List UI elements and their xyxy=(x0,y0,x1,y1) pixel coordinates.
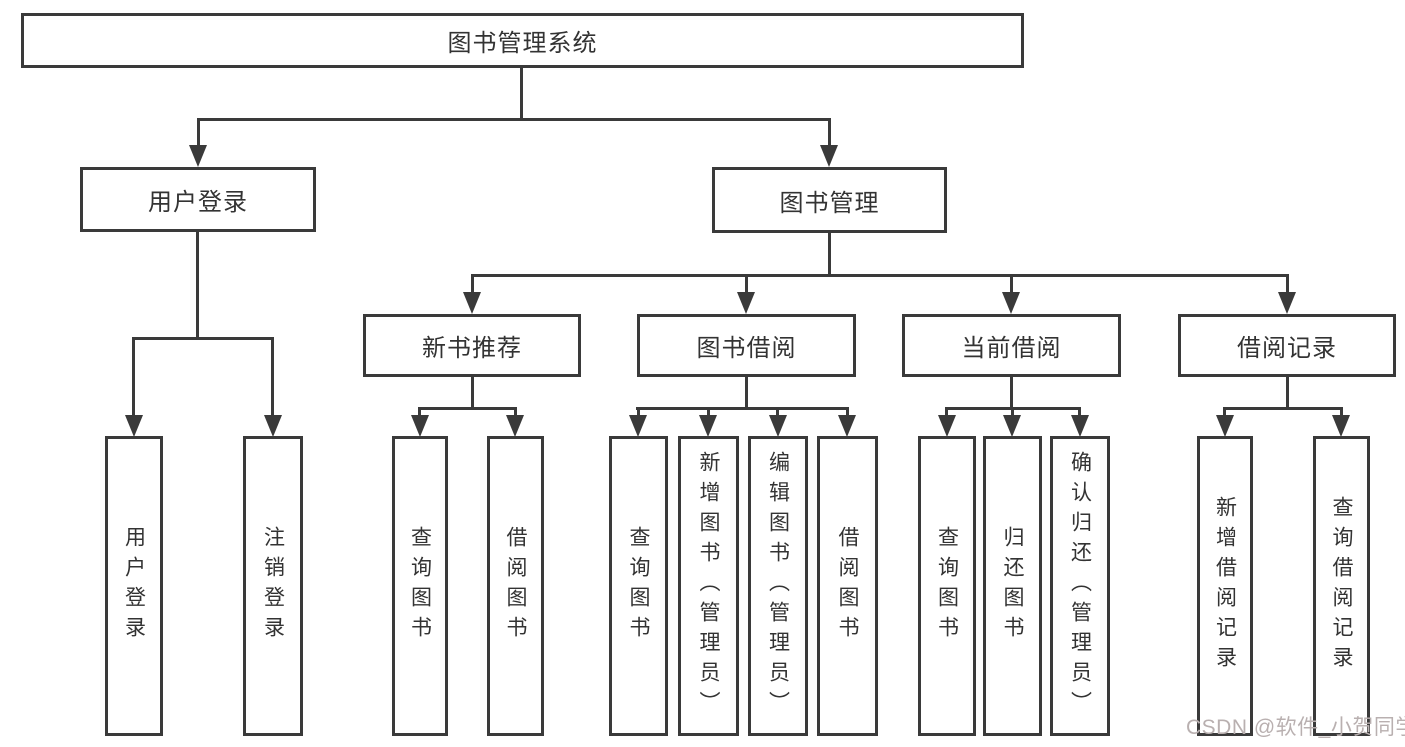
leaf-label: 查询图书 xyxy=(935,526,959,646)
leaf-label: 借阅图书 xyxy=(836,526,859,646)
connector-line xyxy=(1011,407,1014,417)
leaf-query-books: 查询图书 xyxy=(392,436,448,736)
node-borrowing-records: 借阅记录 xyxy=(1178,314,1396,377)
leaf-query-books: 查询图书 xyxy=(609,436,668,736)
node-label: 图书管理系统 xyxy=(447,30,598,57)
leaf-label: 新增借阅记录 xyxy=(1213,496,1237,676)
arrow-down-icon xyxy=(699,415,717,437)
leaf-label: 编辑图书（管理员） xyxy=(766,451,790,721)
leaf-user-login: 用户登录 xyxy=(105,436,163,736)
node-book-management: 图书管理 xyxy=(712,167,947,233)
leaf-label: 确认归还（管理员） xyxy=(1068,451,1092,721)
arrow-down-icon xyxy=(938,415,956,437)
arrow-down-icon xyxy=(1071,415,1089,437)
connector-line xyxy=(745,274,748,294)
connector-line xyxy=(132,337,135,417)
node-label: 借阅记录 xyxy=(1237,335,1337,362)
leaf-label: 查询图书 xyxy=(408,526,432,646)
arrow-down-icon xyxy=(1332,415,1350,437)
arrow-down-icon xyxy=(838,415,856,437)
arrow-down-icon xyxy=(737,292,755,314)
leaf-add-borrow-record: 新增借阅记录 xyxy=(1197,436,1253,736)
connector-line xyxy=(1010,375,1013,409)
connector-line xyxy=(514,407,517,417)
leaf-edit-books-admin: 编辑图书（管理员） xyxy=(748,436,808,736)
leaf-label: 查询图书 xyxy=(627,526,650,646)
arrow-down-icon xyxy=(1216,415,1234,437)
leaf-label: 用户登录 xyxy=(122,526,146,646)
node-user-login: 用户登录 xyxy=(80,167,316,232)
connector-line xyxy=(197,118,831,121)
connector-line xyxy=(745,375,748,409)
connector-line xyxy=(945,407,948,417)
csdn-watermark: CSDN @软件_小贺同学 xyxy=(1186,716,1405,739)
arrow-down-icon xyxy=(1002,292,1020,314)
leaf-label: 归还图书 xyxy=(1001,526,1024,646)
arrow-down-icon xyxy=(629,415,647,437)
arrow-down-icon xyxy=(1003,415,1021,437)
arrow-down-icon xyxy=(125,415,143,437)
connector-line xyxy=(1078,407,1081,417)
connector-line xyxy=(271,337,274,417)
arrow-down-icon xyxy=(463,292,481,314)
connector-line xyxy=(419,407,517,410)
leaf-confirm-return-admin: 确认归还（管理员） xyxy=(1050,436,1110,736)
node-new-book-recommendation: 新书推荐 xyxy=(363,314,581,377)
arrow-down-icon xyxy=(1278,292,1296,314)
node-label: 用户登录 xyxy=(148,189,248,216)
leaf-label: 借阅图书 xyxy=(504,526,527,646)
connector-line xyxy=(828,118,831,147)
connector-line xyxy=(1010,274,1013,294)
connector-line xyxy=(471,274,474,294)
connector-line xyxy=(1223,407,1226,417)
node-current-borrowing: 当前借阅 xyxy=(902,314,1121,377)
leaf-logout: 注销登录 xyxy=(243,436,303,736)
connector-line xyxy=(132,337,274,340)
connector-line xyxy=(636,407,848,410)
arrow-down-icon xyxy=(264,415,282,437)
connector-line xyxy=(471,274,1289,277)
connector-line xyxy=(196,230,199,339)
arrow-down-icon xyxy=(820,145,838,167)
connector-line xyxy=(637,407,640,417)
arrow-down-icon xyxy=(411,415,429,437)
leaf-query-books: 查询图书 xyxy=(918,436,976,736)
leaf-label: 新增图书（管理员） xyxy=(697,451,720,721)
connector-line xyxy=(776,407,779,417)
leaf-borrow-books: 借阅图书 xyxy=(817,436,878,736)
node-book-borrowing: 图书借阅 xyxy=(637,314,856,377)
connector-line xyxy=(846,407,849,417)
arrow-down-icon xyxy=(769,415,787,437)
node-label: 图书借阅 xyxy=(696,335,797,362)
node-library-management-system: 图书管理系统 xyxy=(21,13,1024,68)
arrow-down-icon xyxy=(189,145,207,167)
node-label: 当前借阅 xyxy=(961,335,1062,362)
connector-line xyxy=(1223,407,1342,410)
leaf-borrow-books: 借阅图书 xyxy=(487,436,544,736)
connector-line xyxy=(520,66,523,120)
leaf-add-books-admin: 新增图书（管理员） xyxy=(678,436,739,736)
connector-line xyxy=(1340,407,1343,417)
connector-line xyxy=(707,407,710,417)
connector-line xyxy=(1286,375,1289,409)
leaf-return-books: 归还图书 xyxy=(983,436,1042,736)
connector-line xyxy=(828,231,831,277)
arrow-down-icon xyxy=(506,415,524,437)
connector-line xyxy=(418,407,421,417)
connector-line xyxy=(1286,274,1289,294)
leaf-query-borrow-record: 查询借阅记录 xyxy=(1313,436,1370,736)
node-label: 新书推荐 xyxy=(422,335,522,362)
leaf-label: 注销登录 xyxy=(261,526,285,646)
connector-line xyxy=(197,118,200,147)
connector-line xyxy=(471,375,474,409)
node-label: 图书管理 xyxy=(779,189,880,217)
leaf-label: 查询借阅记录 xyxy=(1330,496,1353,676)
